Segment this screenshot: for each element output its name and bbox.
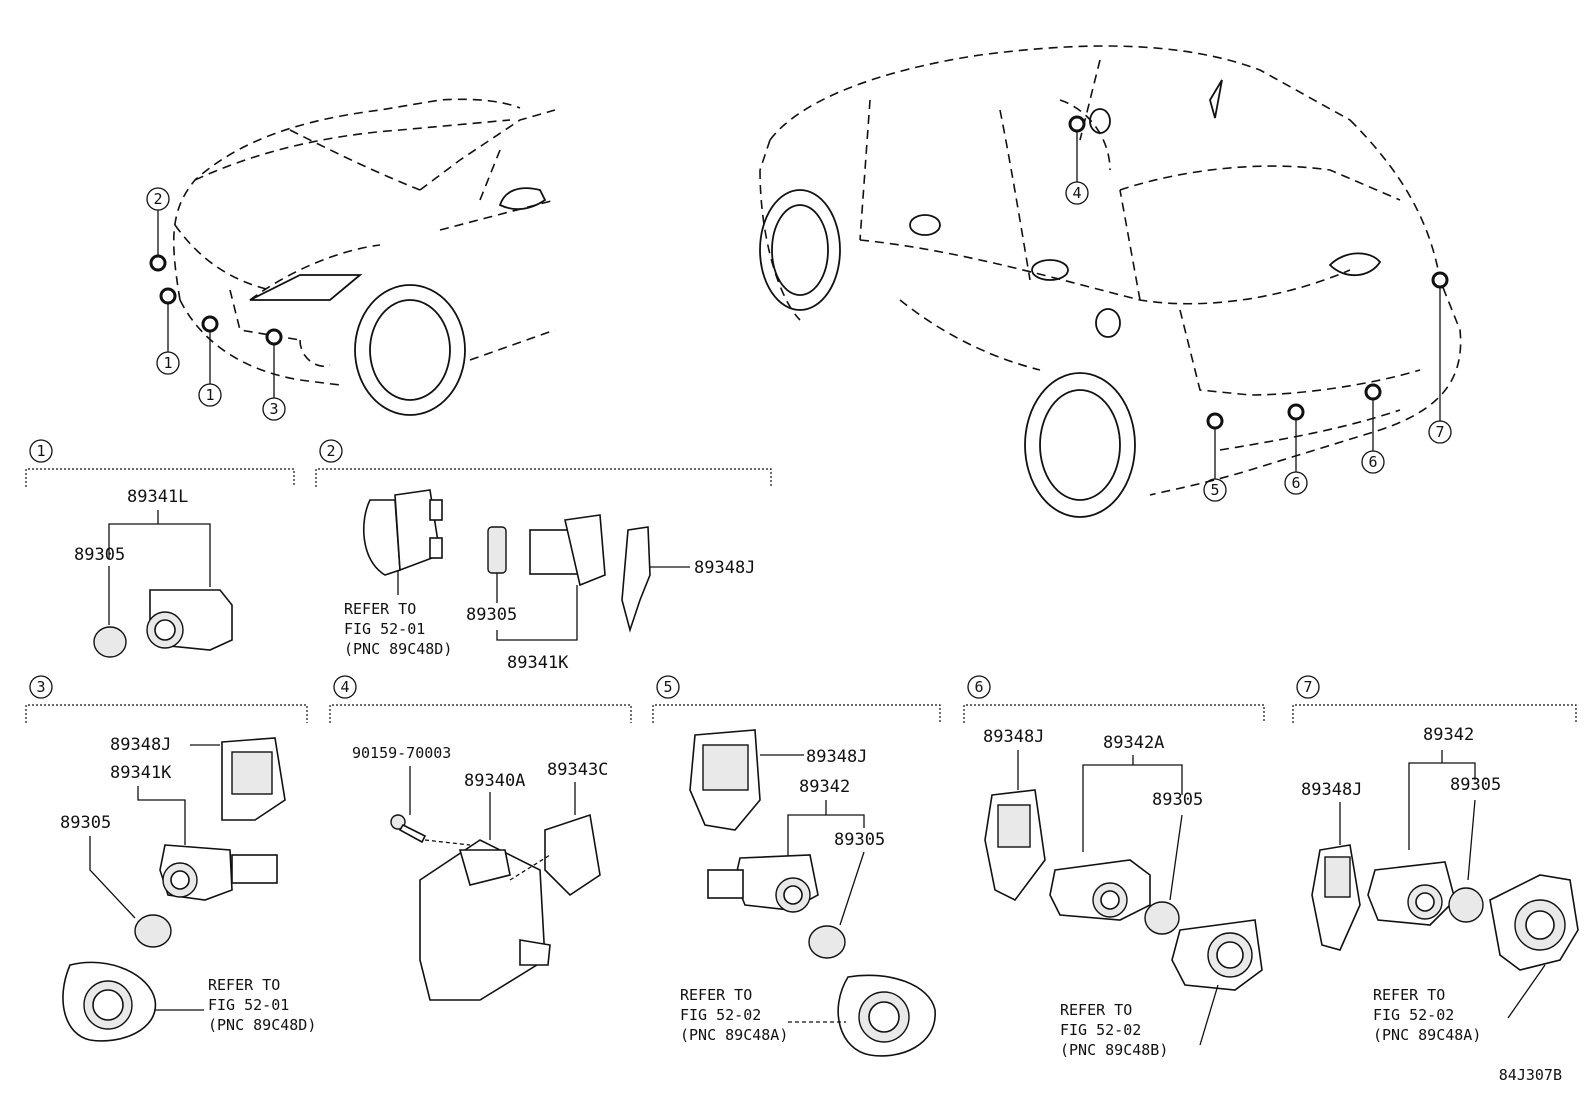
part-number: 89341K [110, 763, 172, 783]
callout-2-top: 2 [146, 187, 170, 211]
callout-number: 6 [1291, 474, 1300, 492]
refer-text: (PNC 89C48B) [1060, 1041, 1168, 1059]
refer-text: REFER TO [1060, 1001, 1132, 1019]
part-number: 89305 [60, 813, 111, 833]
sensor-part-image [707, 854, 819, 913]
part-number-parent: 89341K [507, 653, 569, 673]
bracket-part-image [221, 737, 286, 821]
part-number: 89305 [1152, 790, 1203, 810]
group-number: 5 [663, 678, 672, 696]
callout-number: 1 [163, 354, 172, 372]
part-number: 89340A [464, 771, 525, 791]
refer-text: REFER TO [1373, 986, 1445, 1004]
bezel-part-image [62, 961, 157, 1042]
group-1: 1 89341L 89305 [25, 439, 295, 658]
bezel-part-image [362, 489, 443, 576]
callout-number: 1 [205, 386, 214, 404]
part-number: 89348J [1301, 780, 1362, 800]
part-number: 89305 [1450, 775, 1501, 795]
sensor-part-image [146, 589, 233, 651]
callout-number: 2 [153, 190, 162, 208]
group-5: 5 89348J 89342 89305 REFER TO FIG 52-02 … [652, 675, 941, 1057]
computer-part-image [419, 839, 551, 1001]
refer-text: (PNC 89C48D) [208, 1016, 316, 1034]
group-number: 6 [974, 678, 983, 696]
part-number: 89343C [547, 760, 608, 780]
refer-text: (PNC 89C48A) [680, 1026, 788, 1044]
module-part-image [544, 813, 601, 897]
sensor-part-image [1367, 861, 1456, 926]
refer-text: REFER TO [344, 600, 416, 618]
sensor-part-image [1049, 859, 1151, 921]
bezel-part-image [837, 974, 936, 1057]
group-2: 2 REFER TO FIG 52-01 (PNC 89C48D) 89305 … [315, 439, 772, 673]
bracket-part-image [984, 789, 1046, 902]
group-7: 7 89342 89348J 89305 REFER TO FIG 52-02 … [1292, 675, 1579, 1044]
rear-sensor-markers [1068, 115, 1449, 479]
callout-6-rear-center: 6 [1284, 471, 1308, 495]
group-6: 6 89348J 89342A 89305 REFER TO FIG 52-02… [963, 675, 1265, 1059]
part-number: 89305 [74, 545, 125, 565]
bracket-part-image [689, 729, 761, 831]
refer-text: FIG 52-01 [208, 996, 289, 1014]
callout-7-rear: 7 [1428, 420, 1452, 444]
part-number: 89348J [806, 747, 867, 767]
part-number: 89348J [110, 735, 171, 755]
refer-text: REFER TO [680, 986, 752, 1004]
refer-text: (PNC 89C48D) [344, 640, 452, 658]
refer-text: FIG 52-02 [680, 1006, 761, 1024]
callout-number: 6 [1368, 453, 1377, 471]
part-number: 90159-70003 [352, 744, 451, 762]
part-number: 89348J [983, 727, 1044, 747]
group-number: 1 [36, 442, 45, 460]
part-number: 89305 [466, 605, 517, 625]
bracket-part-image [621, 526, 651, 633]
group-4: 4 90159-70003 89340A 89343C [329, 675, 632, 1001]
front-sensor-markers [149, 210, 283, 398]
group-number: 4 [340, 678, 349, 696]
part-number: 89342 [799, 777, 850, 797]
bracket-part-image [1311, 844, 1361, 951]
group-number: 7 [1303, 678, 1312, 696]
callout-number: 7 [1435, 423, 1444, 441]
callout-number: 4 [1072, 184, 1081, 202]
part-number: 89305 [834, 830, 885, 850]
part-number: 89342 [1423, 725, 1474, 745]
refer-text: FIG 52-01 [344, 620, 425, 638]
bezel-part-image [1489, 874, 1579, 971]
figure-code: 84J307B [1499, 1066, 1562, 1084]
callout-5-rear: 5 [1203, 478, 1227, 502]
group-3: 3 89348J 89341K 89305 REFER TO FIG 52-01… [25, 675, 316, 1042]
callout-3-front: 3 [262, 397, 286, 421]
refer-text: FIG 52-02 [1373, 1006, 1454, 1024]
refer-text: (PNC 89C48A) [1373, 1026, 1481, 1044]
refer-text: REFER TO [208, 976, 280, 994]
bolt-part-image [390, 814, 427, 844]
callout-number: 5 [1210, 481, 1219, 499]
sensor-part-image [529, 514, 606, 587]
part-number-parent: 89341L [127, 487, 188, 507]
group-number: 3 [36, 678, 45, 696]
callout-number: 3 [269, 400, 278, 418]
callout-4-rear: 4 [1065, 181, 1089, 205]
group-number: 2 [326, 442, 335, 460]
rear-car-view [759, 45, 1462, 518]
part-number: 89348J [694, 558, 755, 578]
sensor-part-image [159, 844, 278, 901]
front-car-view [172, 98, 556, 416]
refer-text: FIG 52-02 [1060, 1021, 1141, 1039]
callout-1-left: 1 [156, 351, 180, 375]
bezel-part-image [1171, 919, 1263, 991]
callout-6-rear-right: 6 [1361, 450, 1385, 474]
part-number: 89342A [1103, 733, 1164, 753]
callout-1-center: 1 [198, 383, 222, 407]
